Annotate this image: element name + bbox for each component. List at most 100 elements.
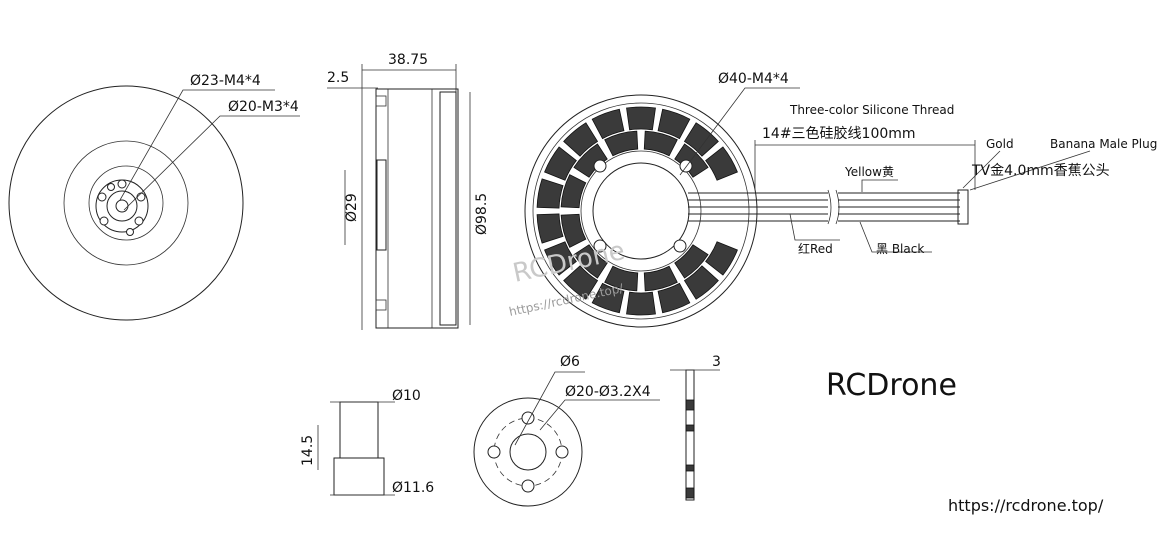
front-view: Ø23-M4*4 Ø20-M3*4 <box>8 73 300 321</box>
stator-coil <box>544 241 577 276</box>
front-inner-ring <box>88 165 164 241</box>
back-view: Ø40-M4*4 <box>524 71 800 328</box>
plate-slot <box>685 399 695 411</box>
mount-outer-circle <box>473 397 583 507</box>
stator-coil <box>643 130 678 157</box>
front-bolt-hole <box>126 228 134 236</box>
shaft-height-label: 14.5 <box>300 435 316 466</box>
leader-line <box>539 399 660 431</box>
stator-coil <box>563 265 599 300</box>
stator-coil <box>560 174 587 209</box>
mount-bolt-hole <box>521 479 535 493</box>
front-outer-circle <box>8 85 244 321</box>
stator-coil <box>591 108 625 140</box>
back-outer-circle <box>524 94 758 328</box>
leader-line <box>119 89 275 201</box>
mount-inner-label: Ø6 <box>560 354 580 370</box>
back-outer-ring <box>532 102 750 320</box>
mount-plate: Ø6 Ø20-Ø3.2X4 <box>473 354 660 507</box>
leader-line <box>514 371 585 446</box>
plate-thickness-label: 3 <box>712 354 721 370</box>
leader-line <box>789 213 840 241</box>
stator-coil <box>604 130 639 157</box>
front-bolt-outer-label: Ø23-M4*4 <box>190 73 261 89</box>
wires: Three-color Silicone Thread 14#三色硅胶线100m… <box>688 103 1157 256</box>
back-bolt-hole <box>673 239 687 253</box>
leader-line <box>123 115 300 211</box>
stator-coil <box>643 265 678 292</box>
stator-coil <box>560 213 587 248</box>
stator-coil <box>657 108 691 140</box>
stator-coil <box>536 213 564 244</box>
front-bolt-hole <box>117 179 127 189</box>
leader-line <box>679 87 800 176</box>
stator-coil <box>573 244 608 279</box>
front-shaft <box>115 199 129 213</box>
side-view: 2.5 38.75 Ø29 Ø98.5 <box>327 52 490 330</box>
stator-coil <box>544 146 577 181</box>
side-shaft-slot <box>376 159 387 251</box>
mount-bolt-hole <box>555 445 569 459</box>
plate-slot <box>685 464 695 472</box>
side-slot <box>375 95 387 107</box>
plug-label: Banana Male Plug <box>1050 137 1157 151</box>
stator-coil <box>563 122 599 157</box>
side-slot <box>375 299 387 311</box>
plate-slot <box>685 487 695 499</box>
shaft-detail: Ø10 14.5 Ø11.6 <box>300 388 434 496</box>
mount-bolt-label: Ø20-Ø3.2X4 <box>565 384 651 400</box>
back-bolt-label: Ø40-M4*4 <box>718 71 789 87</box>
mount-bolt-circle <box>493 417 563 487</box>
stator-coil <box>536 178 564 209</box>
stator-coil <box>683 122 719 157</box>
plate-side <box>685 369 695 501</box>
back-center-opening <box>592 162 690 260</box>
side-diameter-label: Ø98.5 <box>474 193 490 235</box>
stator-coil <box>573 143 608 178</box>
back-bolt-hole <box>593 159 607 173</box>
front-middle-circle <box>63 140 189 266</box>
stator-coil <box>657 282 691 314</box>
mount-bolt-hole <box>487 445 501 459</box>
stator-coil <box>705 146 738 181</box>
front-bolt-hole <box>107 183 115 191</box>
watermark-url-bottom: https://rcdrone.top/ <box>948 496 1104 515</box>
stator-coil <box>626 291 656 316</box>
front-hub-inner <box>106 190 138 222</box>
leader-line <box>861 179 898 192</box>
wire-title: Three-color Silicone Thread <box>789 103 954 117</box>
yellow-label: Yellow黄 <box>844 165 894 179</box>
watermark-brand-right: RCDrone <box>826 368 957 403</box>
banana-plug <box>957 189 969 225</box>
front-bolt-inner-label: Ø20-M3*4 <box>228 99 299 115</box>
stator-coil <box>683 265 719 300</box>
gold-label: Gold <box>986 137 1014 151</box>
side-thickness-label: 2.5 <box>327 70 349 86</box>
shaft-bottom-label: Ø11.6 <box>392 480 434 496</box>
black-label: 黑 Black <box>876 242 924 256</box>
shaft-top-label: Ø10 <box>392 388 421 404</box>
front-bolt-hole <box>97 192 107 202</box>
wire-break <box>827 189 840 225</box>
red-label: 红Red <box>798 241 833 256</box>
leader-line <box>962 150 1001 189</box>
stator-coil <box>626 106 656 131</box>
back-inner-ring <box>580 150 702 272</box>
mount-center-hole <box>509 433 547 471</box>
plate-slot <box>685 424 695 432</box>
side-height-label: 38.75 <box>388 52 428 68</box>
plug-spec: TV金4.0mm香蕉公头 <box>971 163 1110 179</box>
front-bolt-hole <box>99 216 109 226</box>
stator-coil <box>591 282 625 314</box>
shaft-lower <box>333 457 385 496</box>
leader-line <box>859 221 932 253</box>
plate-side-view: 3 <box>670 354 721 501</box>
side-rim <box>439 91 457 326</box>
stator-coil <box>674 244 709 279</box>
back-bolt-hole <box>593 239 607 253</box>
side-inner-label: Ø29 <box>344 193 360 222</box>
front-bolt-hole <box>136 192 146 202</box>
leader-line <box>969 150 1091 191</box>
shaft-upper <box>339 401 379 459</box>
